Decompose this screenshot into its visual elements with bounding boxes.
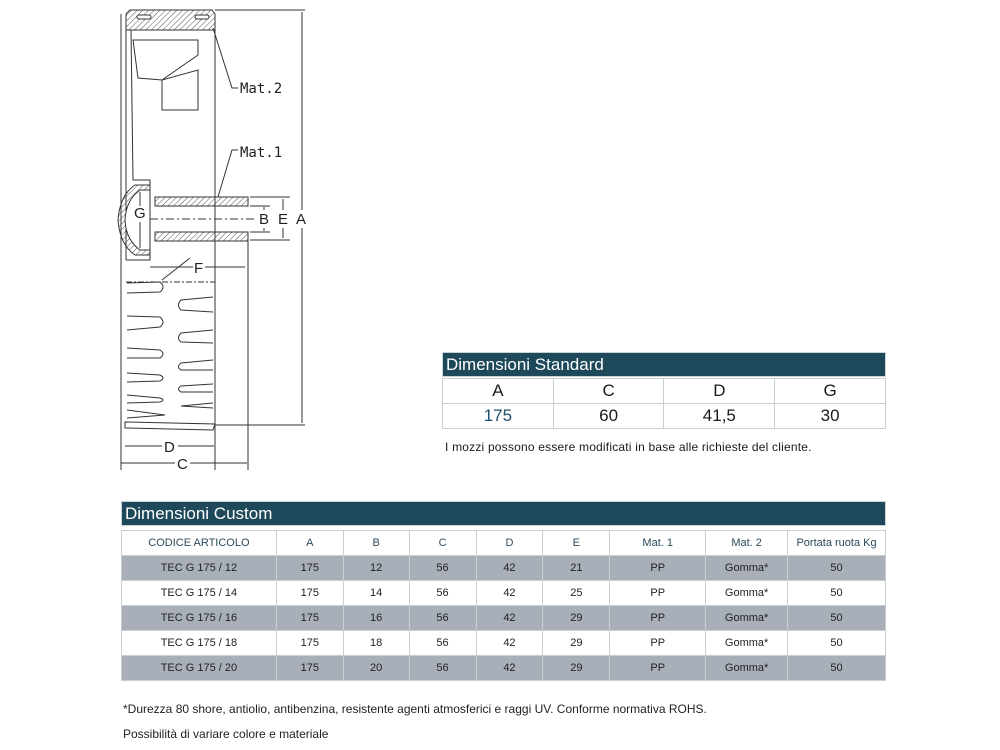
- table-cell: Portata ruota Kg: [787, 530, 886, 556]
- table-cell: 14: [342, 580, 410, 606]
- table-cell: B: [342, 530, 410, 556]
- table-cell: TEC G 175 / 20: [121, 655, 277, 681]
- table-cell: 175: [275, 605, 344, 631]
- table-cell: 50: [787, 605, 886, 631]
- table-cell: 42: [475, 605, 544, 631]
- table-cell: PP: [609, 630, 707, 656]
- table-cell: TEC G 175 / 12: [121, 555, 277, 581]
- value-cell: 175: [442, 403, 554, 429]
- header-cell: A: [442, 378, 554, 404]
- table-cell: 16: [342, 605, 410, 631]
- table-cell: 12: [342, 555, 410, 581]
- table-cell: 175: [275, 555, 344, 581]
- table-cell: CODICE ARTICOLO: [121, 530, 277, 556]
- table-cell: 18: [342, 630, 410, 656]
- table-cell: 175: [275, 580, 344, 606]
- table-cell: Gomma*: [705, 630, 789, 656]
- standard-dimensions-table: A C D G 175 60 41,5 30: [442, 378, 886, 429]
- wheel-technical-drawing: Mat.2 Mat.1 G B E A F D C: [117, 9, 306, 473]
- label-mat2: Mat.2: [240, 81, 282, 97]
- table-cell: Gomma*: [705, 555, 789, 581]
- table-cell: 29: [542, 630, 611, 656]
- value-cell: 30: [774, 403, 886, 429]
- label-g: G: [134, 205, 146, 222]
- table-cell: 56: [408, 605, 477, 631]
- table-cell: C: [408, 530, 477, 556]
- table-cell: 56: [408, 630, 477, 656]
- table-cell: 56: [408, 555, 477, 581]
- table-cell: Mat. 1: [609, 530, 707, 556]
- label-e: E: [278, 211, 288, 228]
- table-cell: PP: [609, 655, 707, 681]
- header-cell: C: [552, 378, 665, 404]
- standard-note: I mozzi possono essere modificati in bas…: [445, 440, 812, 454]
- table-cell: 42: [475, 555, 544, 581]
- table-cell: Mat. 2: [705, 530, 789, 556]
- table-cell: 42: [475, 630, 544, 656]
- table-cell: Gomma*: [705, 605, 789, 631]
- label-b: B: [259, 211, 269, 228]
- table-cell: D: [475, 530, 544, 556]
- footnote-variations: Possibilità di variare colore e material…: [123, 727, 329, 741]
- value-cell: 60: [552, 403, 665, 429]
- table-cell: 42: [475, 580, 544, 606]
- table-cell: PP: [609, 555, 707, 581]
- table-cell: 175: [275, 655, 344, 681]
- table-cell: 175: [275, 630, 344, 656]
- header-cell: G: [774, 378, 886, 404]
- table-cell: TEC G 175 / 16: [121, 605, 277, 631]
- value-cell: 41,5: [663, 403, 776, 429]
- table-cell: 20: [342, 655, 410, 681]
- label-a: A: [296, 211, 306, 228]
- footnote-hardness: *Durezza 80 shore, antiolio, antibenzina…: [123, 702, 707, 716]
- table-cell: Gomma*: [705, 655, 789, 681]
- label-c: C: [177, 456, 188, 473]
- table-cell: 56: [408, 580, 477, 606]
- standard-dimensions-title: Dimensioni Standard: [442, 352, 886, 377]
- table-cell: TEC G 175 / 18: [121, 630, 277, 656]
- table-cell: 29: [542, 655, 611, 681]
- label-f: F: [194, 260, 203, 277]
- table-cell: 50: [787, 555, 886, 581]
- table-cell: E: [542, 530, 611, 556]
- table-cell: 56: [408, 655, 477, 681]
- table-cell: TEC G 175 / 14: [121, 580, 277, 606]
- custom-dimensions-title: Dimensioni Custom: [121, 501, 886, 526]
- table-cell: 25: [542, 580, 611, 606]
- table-cell: 50: [787, 580, 886, 606]
- label-mat1: Mat.1: [240, 145, 282, 161]
- table-row: 175 60 41,5 30: [442, 403, 886, 429]
- table-cell: 21: [542, 555, 611, 581]
- label-d: D: [164, 439, 175, 456]
- table-cell: 42: [475, 655, 544, 681]
- table-cell: 29: [542, 605, 611, 631]
- table-cell: 50: [787, 630, 886, 656]
- header-cell: D: [663, 378, 776, 404]
- table-header-row: A C D G: [442, 378, 886, 404]
- table-cell: PP: [609, 605, 707, 631]
- table-cell: PP: [609, 580, 707, 606]
- table-cell: A: [275, 530, 344, 556]
- table-cell: 50: [787, 655, 886, 681]
- table-cell: Gomma*: [705, 580, 789, 606]
